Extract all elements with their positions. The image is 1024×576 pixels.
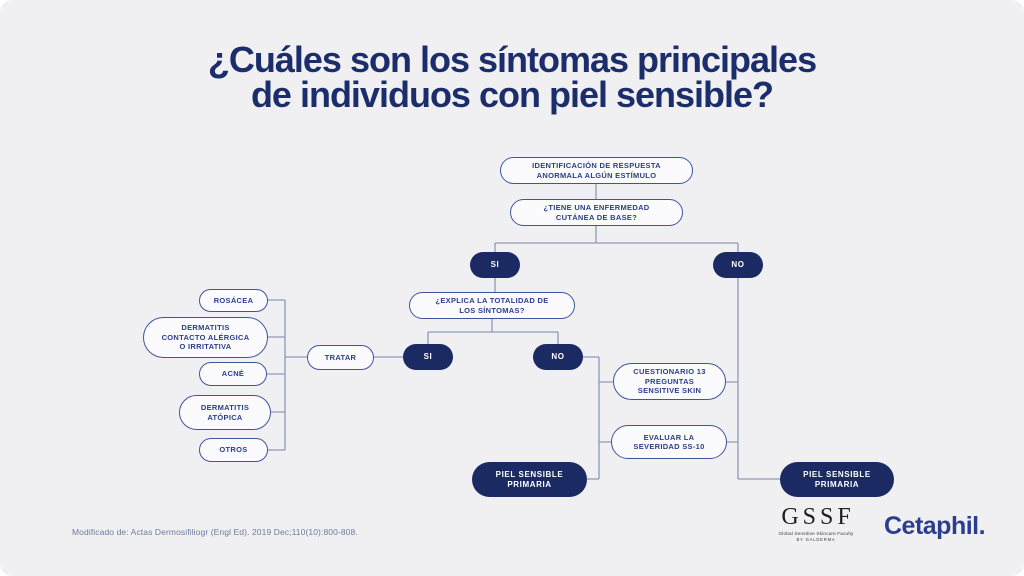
page-title-line1: ¿Cuáles son los síntomas principales (207, 39, 817, 80)
node-tratar: TRATAR (307, 345, 374, 370)
node-label-line: EVALUAR LA (643, 432, 695, 442)
node-label-line: ANORMALA ALGÚN ESTÍMULO (536, 170, 657, 180)
node-tiene-enfermedad: ¿TIENE UNA ENFERMEDAD CUTÁNEA DE BASE? (510, 199, 683, 226)
node-label-line: PIEL SENSIBLE (495, 469, 564, 479)
node-dermatitis-atopica: DERMATITIS ATÓPICA (179, 395, 271, 430)
node-no-explica: NO (533, 344, 583, 370)
node-label-line: CUTÁNEA DE BASE? (555, 212, 638, 222)
node-piel-sensible-primaria-izquierda: PIEL SENSIBLE PRIMARIA (472, 462, 587, 497)
connector-path (267, 184, 780, 480)
node-label-line: ¿EXPLICA LA TOTALIDAD DE (435, 296, 549, 305)
node-explica-totalidad: ¿EXPLICA LA TOTALIDAD DE LOS SÍNTOMAS? (409, 292, 575, 319)
page-title: ¿Cuáles son los síntomas principales de … (0, 39, 1024, 115)
gssf-logo-subtagline: BY GALDERMA (796, 537, 836, 542)
node-label-line: ATÓPICA (207, 412, 243, 422)
page-title-line2: de individuos con piel sensible? (250, 74, 774, 115)
node-label-line: PRIMARIA (814, 479, 860, 489)
node-si-enfermedad: SI (470, 252, 520, 278)
node-otros: OTROS (199, 438, 268, 462)
node-dermatitis-contacto: DERMATITIS CONTACTO ALÉRGICA O IRRITATIV… (143, 317, 268, 358)
node-label-line: PRIMARIA (507, 479, 552, 489)
node-label-line: IDENTIFICACIÓN DE RESPUESTA (532, 161, 661, 170)
node-acne: ACNÉ (199, 362, 267, 386)
node-label-line: SI (490, 260, 500, 269)
node-label-line: CUESTIONARIO 13 (633, 367, 706, 377)
node-label-line: PREGUNTAS (644, 376, 695, 386)
node-label-line: ¿TIENE UNA ENFERMEDAD (543, 203, 650, 212)
node-si-explica: SI (403, 344, 453, 370)
gssf-logo: GSSF Global Sensitive Skincare Faculty B… (768, 504, 864, 542)
node-no-enfermedad: NO (713, 252, 763, 278)
node-label-line: TRATAR (324, 352, 357, 362)
node-label-line: SI (423, 352, 433, 361)
node-label-line: ACNÉ (221, 369, 245, 379)
citation-text: Modificado de: Actas Dermosifiliogr (Eng… (72, 527, 358, 537)
node-label-line: PIEL SENSIBLE (803, 469, 871, 479)
node-evaluar-severidad: EVALUAR LA SEVERIDAD SS-10 (611, 425, 727, 459)
node-label-line: DERMATITIS (200, 403, 250, 412)
node-label-line: SENSITIVE SKIN (637, 386, 702, 396)
node-label-line: NO (551, 352, 565, 361)
node-cuestionario-13: CUESTIONARIO 13 PREGUNTAS SENSITIVE SKIN (613, 363, 726, 400)
node-label-line: LOS SÍNTOMAS? (459, 305, 525, 315)
node-label-line: SEVERIDAD SS-10 (633, 442, 705, 451)
node-piel-sensible-primaria-derecha: PIEL SENSIBLE PRIMARIA (780, 462, 894, 497)
gssf-logo-tagline: Global Sensitive Skincare Faculty (778, 531, 854, 536)
node-label-line: ROSÁCEA (213, 295, 254, 305)
node-label-line: CONTACTO ALÉRGICA (161, 332, 250, 342)
node-label-line: OTROS (219, 445, 248, 455)
node-label-line: DERMATITIS (181, 323, 230, 333)
gssf-logo-text: GSSF (781, 504, 855, 530)
node-identificacion-respuesta: IDENTIFICACIÓN DE RESPUESTA ANORMALA ALG… (500, 157, 693, 184)
node-label-line: NO (731, 260, 745, 269)
node-rosacea: ROSÁCEA (199, 289, 268, 312)
node-label-line: O IRRITATIVA (179, 342, 232, 352)
cetaphil-logo: Cetaphil. (884, 512, 986, 540)
